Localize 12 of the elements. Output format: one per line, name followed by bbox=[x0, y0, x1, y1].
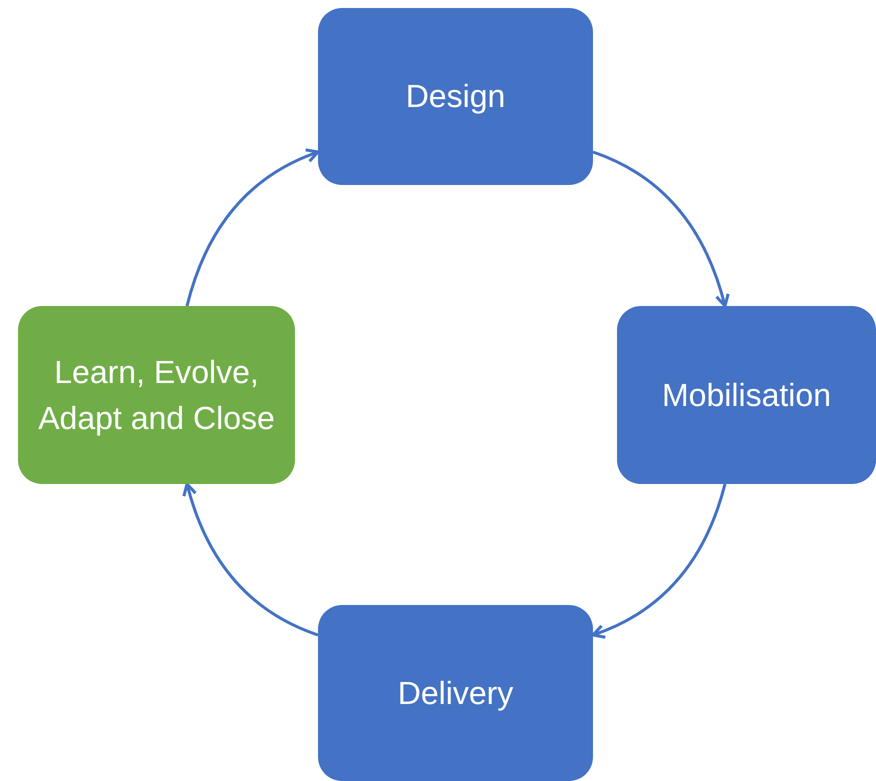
node-label: Learn, Evolve, Adapt and Close bbox=[37, 352, 276, 438]
curved-arrow bbox=[592, 150, 730, 308]
process-box bbox=[617, 306, 876, 484]
curved-arrow bbox=[186, 148, 320, 306]
process-box bbox=[18, 306, 295, 484]
node-label: Delivery bbox=[398, 674, 514, 713]
process-box bbox=[318, 8, 593, 185]
node-label: Mobilisation bbox=[662, 376, 831, 415]
node-label: Design bbox=[406, 77, 506, 116]
curved-arrow bbox=[182, 482, 319, 636]
process-box bbox=[318, 605, 593, 781]
curved-arrow bbox=[592, 484, 726, 638]
